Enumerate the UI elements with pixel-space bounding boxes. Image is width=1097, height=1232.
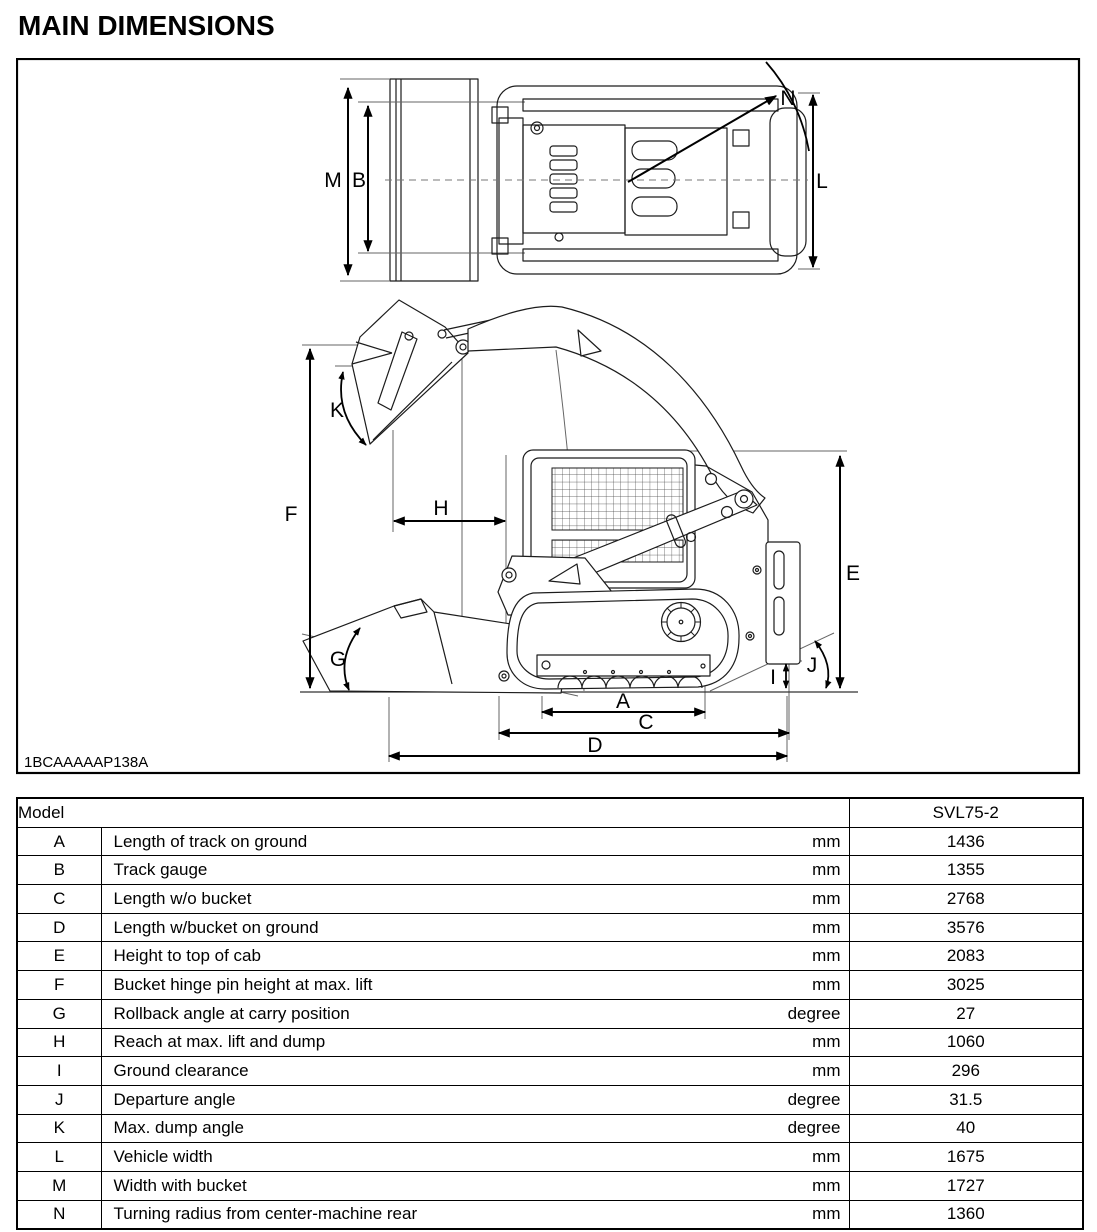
row-letter: E (16, 941, 102, 972)
table-row-g: G Rollback angle at carry position degree… (16, 998, 1084, 1029)
row-letter: C (16, 884, 102, 914)
row-letter: A (16, 826, 102, 857)
row-description: Vehicle width (113, 1147, 213, 1167)
row-value: 40 (848, 1113, 1084, 1144)
row-letter: F (16, 970, 102, 1000)
row-letter: I (16, 1056, 102, 1086)
dim-label-f: F (285, 503, 298, 526)
row-letter: H (16, 1027, 102, 1058)
dim-label-j: J (807, 654, 818, 677)
row-letter: B (16, 855, 102, 886)
row-description: Length of track on ground (113, 831, 308, 851)
row-value: 2083 (848, 941, 1084, 972)
table-row-e: E Height to top of cab mm 2083 (16, 941, 1084, 972)
row-description: Height to top of cab (113, 946, 261, 966)
row-letter: L (16, 1142, 102, 1172)
dim-label-d: D (587, 734, 602, 757)
figure-code: 1BCAAAAAP138A (24, 754, 148, 771)
dim-label-h: H (433, 497, 448, 520)
dim-label-c: C (638, 711, 653, 734)
page-title: MAIN DIMENSIONS (18, 10, 275, 41)
top-view-drawing (340, 61, 820, 282)
row-description: Turning radius from center-machine rear (113, 1204, 418, 1224)
table-row-m: M Width with bucket mm 1727 (16, 1170, 1084, 1201)
row-unit: mm (812, 946, 841, 966)
row-letter: N (16, 1199, 102, 1230)
row-description: Bucket hinge pin height at max. lift (113, 974, 373, 994)
row-letter: G (16, 998, 102, 1029)
table-row-n: N Turning radius from center-machine rea… (16, 1199, 1084, 1230)
side-view-drawing (300, 299, 858, 762)
table-row-j: J Departure angle degree 31.5 (16, 1084, 1084, 1115)
table-row-d: D Length w/bucket on ground mm 3576 (16, 912, 1084, 943)
dim-label-i: I (770, 666, 776, 689)
row-unit: mm (812, 917, 841, 937)
dim-label-e: E (846, 562, 860, 585)
row-unit: mm (812, 1061, 841, 1081)
row-value: 1060 (848, 1027, 1084, 1058)
dimension-diagram: M B L N (16, 58, 1081, 775)
dim-label-n: N (780, 87, 795, 110)
table-row-b: B Track gauge mm 1355 (16, 855, 1084, 886)
row-description: Ground clearance (113, 1061, 249, 1081)
row-description: Length w/bucket on ground (113, 917, 319, 937)
table-header-row: Model SVL75-2 (16, 797, 1084, 828)
row-value: 1675 (848, 1142, 1084, 1172)
row-value: 1355 (848, 855, 1084, 886)
row-description: Reach at max. lift and dump (113, 1032, 326, 1052)
dim-label-a: A (616, 690, 630, 713)
row-value: 2768 (848, 884, 1084, 914)
row-unit: mm (812, 1032, 841, 1052)
row-unit: mm (812, 831, 841, 851)
dimension-diagram-svg: M B L N (16, 58, 1081, 775)
row-value: 3025 (848, 970, 1084, 1000)
row-description: Departure angle (113, 1089, 236, 1109)
row-letter: D (16, 912, 102, 943)
dim-label-b: B (352, 169, 366, 192)
row-unit: mm (812, 1147, 841, 1167)
row-unit: mm (812, 860, 841, 880)
table-row-k: K Max. dump angle degree 40 (16, 1113, 1084, 1144)
dimensions-table: Model SVL75-2 A Length of track on groun… (16, 797, 1084, 1231)
diagram-border (16, 58, 1081, 775)
row-value: 1436 (848, 826, 1084, 857)
dim-label-k: K (330, 399, 344, 422)
table-row-c: C Length w/o bucket mm 2768 (16, 884, 1084, 914)
row-unit: degree (787, 1003, 841, 1023)
row-letter: J (16, 1084, 102, 1115)
row-unit: degree (787, 1089, 841, 1109)
row-letter: K (16, 1113, 102, 1144)
side-view-dimensions: F K H G E I J A C D (285, 347, 860, 761)
model-header-label: Model (16, 797, 850, 828)
row-value: 31.5 (848, 1084, 1084, 1115)
table-row-f: F Bucket hinge pin height at max. lift mm… (16, 970, 1084, 1000)
dim-label-g: G (330, 648, 346, 671)
row-description: Width with bucket (113, 1175, 247, 1195)
row-unit: mm (812, 888, 841, 908)
table-row-h: H Reach at max. lift and dump mm 1060 (16, 1027, 1084, 1058)
row-description: Track gauge (113, 860, 208, 880)
row-letter: M (16, 1170, 102, 1201)
row-value: 27 (848, 998, 1084, 1029)
table-row-i: I Ground clearance mm 296 (16, 1056, 1084, 1086)
row-unit: mm (812, 1204, 841, 1224)
row-description: Max. dump angle (113, 1118, 244, 1138)
row-value: 1727 (848, 1170, 1084, 1201)
table-row-l: L Vehicle width mm 1675 (16, 1142, 1084, 1172)
row-description: Length w/o bucket (113, 888, 252, 908)
row-unit: mm (812, 1175, 841, 1195)
row-unit: mm (812, 974, 841, 994)
row-value: 3576 (848, 912, 1084, 943)
dim-label-m: M (324, 169, 342, 192)
row-unit: degree (787, 1118, 841, 1138)
row-value: 296 (848, 1056, 1084, 1086)
row-value: 1360 (848, 1199, 1084, 1230)
table-row-a: A Length of track on ground mm 1436 (16, 826, 1084, 857)
top-view-dimensions: M B L N (324, 86, 828, 277)
row-description: Rollback angle at carry position (113, 1003, 350, 1023)
dim-label-l: L (816, 170, 828, 193)
model-header-value: SVL75-2 (848, 797, 1084, 828)
